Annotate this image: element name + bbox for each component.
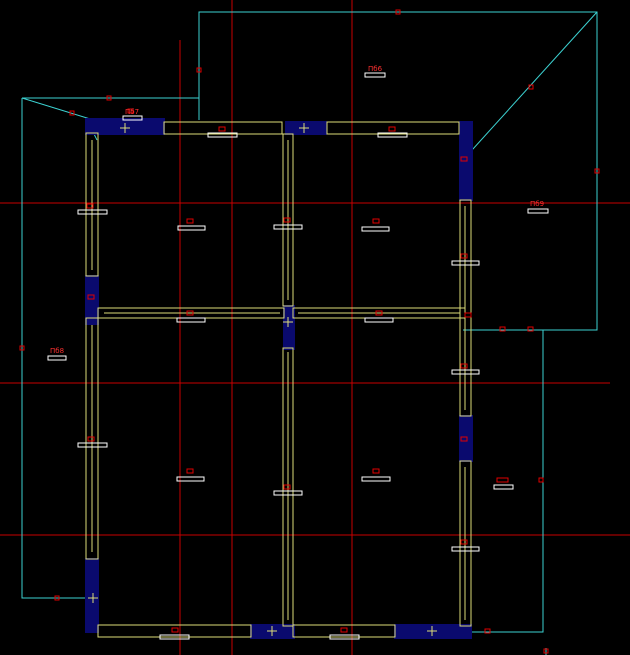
room-label-8: Пб8 [50, 347, 64, 355]
wall-bottom-1 [97, 624, 252, 638]
wall-top-1 [163, 121, 283, 135]
markers [19, 9, 600, 654]
outline-diagonal-top [462, 11, 598, 161]
outline-contours [21, 11, 598, 655]
wall-right-lower [459, 460, 472, 627]
wall-bottom-2 [292, 624, 396, 638]
dimension-tags [47, 72, 549, 640]
outline-top-right [198, 11, 598, 331]
walls [85, 121, 472, 638]
wall-mid-vertical-lower [282, 347, 294, 627]
wall-right-upper [459, 199, 472, 417]
wall-junctions [85, 118, 473, 639]
outline-left [22, 97, 200, 120]
room-label-9: Пб9 [530, 200, 544, 208]
wall-top-2 [326, 121, 460, 135]
room-label-6: Пб6 [368, 65, 383, 73]
joint-crosshairs [88, 123, 437, 636]
wall-mid-vertical-upper [282, 133, 294, 307]
room-label-7: Пб7 [125, 108, 139, 116]
outline-left-side [21, 98, 95, 599]
outline-right-lower [463, 329, 544, 633]
wall-left-lower [85, 317, 99, 560]
wall-left-upper [85, 132, 99, 277]
